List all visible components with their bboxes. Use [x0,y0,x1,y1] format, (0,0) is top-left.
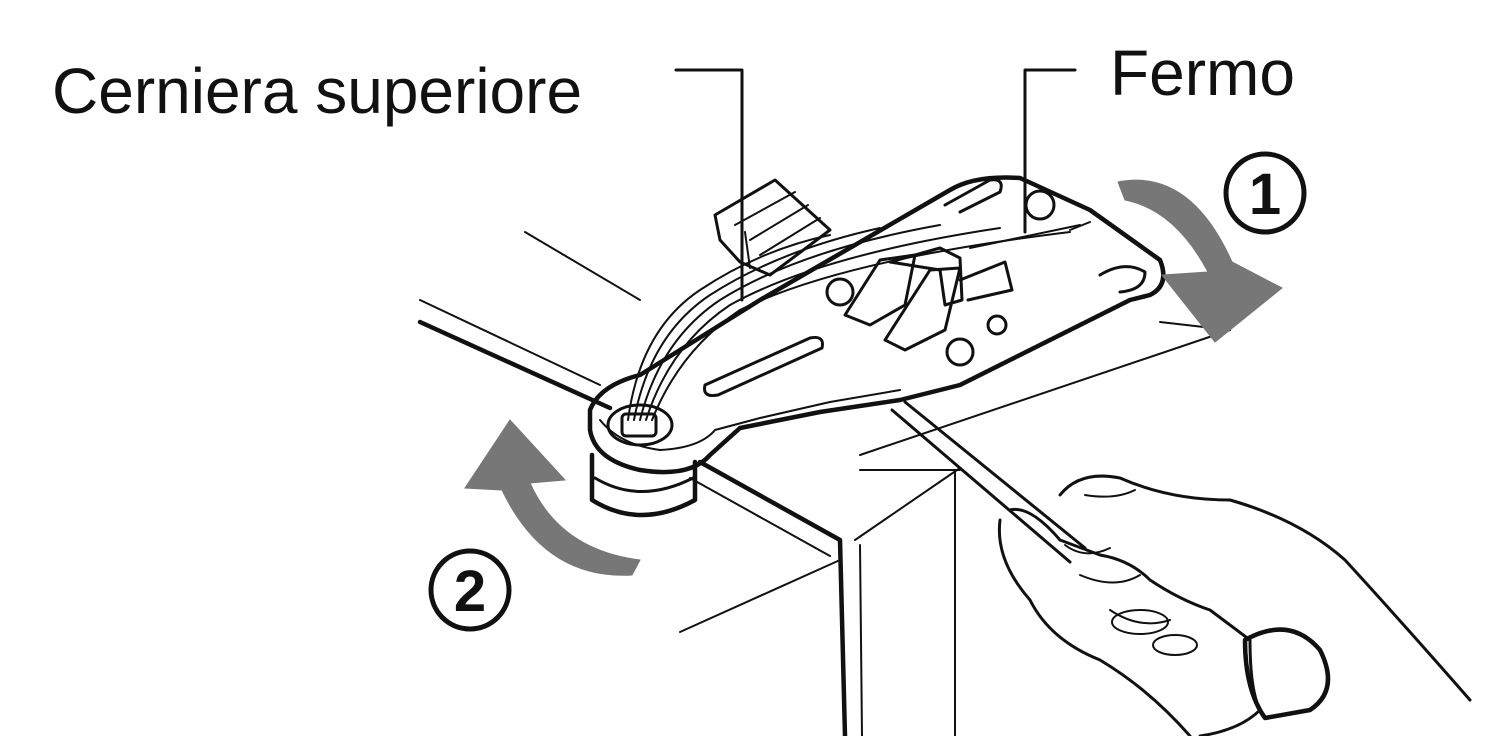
hinge-end-slot [1098,265,1147,294]
hand [997,474,1472,736]
wire-2 [633,227,881,421]
hand-fingers [1008,507,1262,736]
screwdriver-handle-end [1242,627,1331,721]
rotation-arrow-2 [464,419,641,576]
connector-rib-3 [759,217,821,256]
latch-tongue [958,260,1014,302]
step-1-number: 1 [1249,162,1281,227]
arrow-2-icon [464,419,641,576]
thumb-nail [1084,489,1136,498]
step-marker-1: 1 [1223,151,1307,235]
arrow-1-icon [1117,179,1283,343]
door-gap-left [859,544,863,736]
hand-palm [997,518,1192,736]
hinge-pivot-pin [620,412,658,438]
latch-clip-right [883,266,962,352]
upper-hinge-plate [587,175,1166,518]
fridge-back-edge [524,231,641,301]
fridge-left-edge-inner [419,299,601,386]
screwdriver-shaft-bottom [890,408,1072,564]
fingernail-1 [1111,609,1169,635]
door-gap-top [854,467,961,541]
screw-hole-2 [945,337,975,367]
hinge-top-notch [943,178,1003,214]
latch-cover [888,246,964,307]
hinge-slot [703,336,824,397]
latch-clip-left [843,253,917,327]
label-upper-hinge: Cerniera superiore [52,55,582,127]
latch-assembly [843,224,1081,352]
step-2-circle-icon [428,548,512,632]
leader-line-upper-hinge [674,68,744,302]
fridge-front-lip [689,477,831,557]
step-1-circle-icon [1223,151,1307,235]
step-2-number: 2 [454,559,486,624]
step-marker-2: 2 [428,548,512,632]
callout-upper-hinge: Cerniera superiore [52,55,744,302]
finger-crease-3 [1109,609,1171,625]
screw-hole-4 [1024,189,1056,221]
hinge-pivot-ring [593,476,695,493]
hinge-plate-outline [587,175,1166,475]
hand-back [1058,474,1472,702]
wire-3 [639,224,941,421]
screw-hole-1 [825,277,855,307]
fridge-right-top-edge [859,329,1231,456]
hinge-pivot-hole [606,403,674,447]
fridge-front-corner [697,459,848,736]
hinge-pivot-cylinder [589,452,698,518]
screw-hole-3 [986,314,1008,336]
finger-crease-2 [1079,574,1141,584]
fridge-left-edge-outer [417,319,613,411]
callout-latch: Fermo [1023,37,1295,234]
hinge-plate-lower-edge [599,389,901,451]
wire-1 [627,234,831,421]
screwdriver [890,400,1331,721]
label-latch: Fermo [1110,37,1295,109]
leader-line-latch [1023,68,1077,234]
screwdriver-shaft-top [903,400,1087,550]
fridge-lower-edge [679,559,841,633]
fingernail-2 [1152,634,1198,656]
rotation-arrow-1 [1117,179,1283,343]
wire-5 [651,231,1071,421]
wire-connector [627,178,1071,421]
connector-rib-1 [734,191,796,226]
connector-body [713,178,832,277]
refrigerator-body [417,231,1231,736]
finger-crease-1 [1064,544,1111,555]
connector-rib-2 [749,204,809,241]
